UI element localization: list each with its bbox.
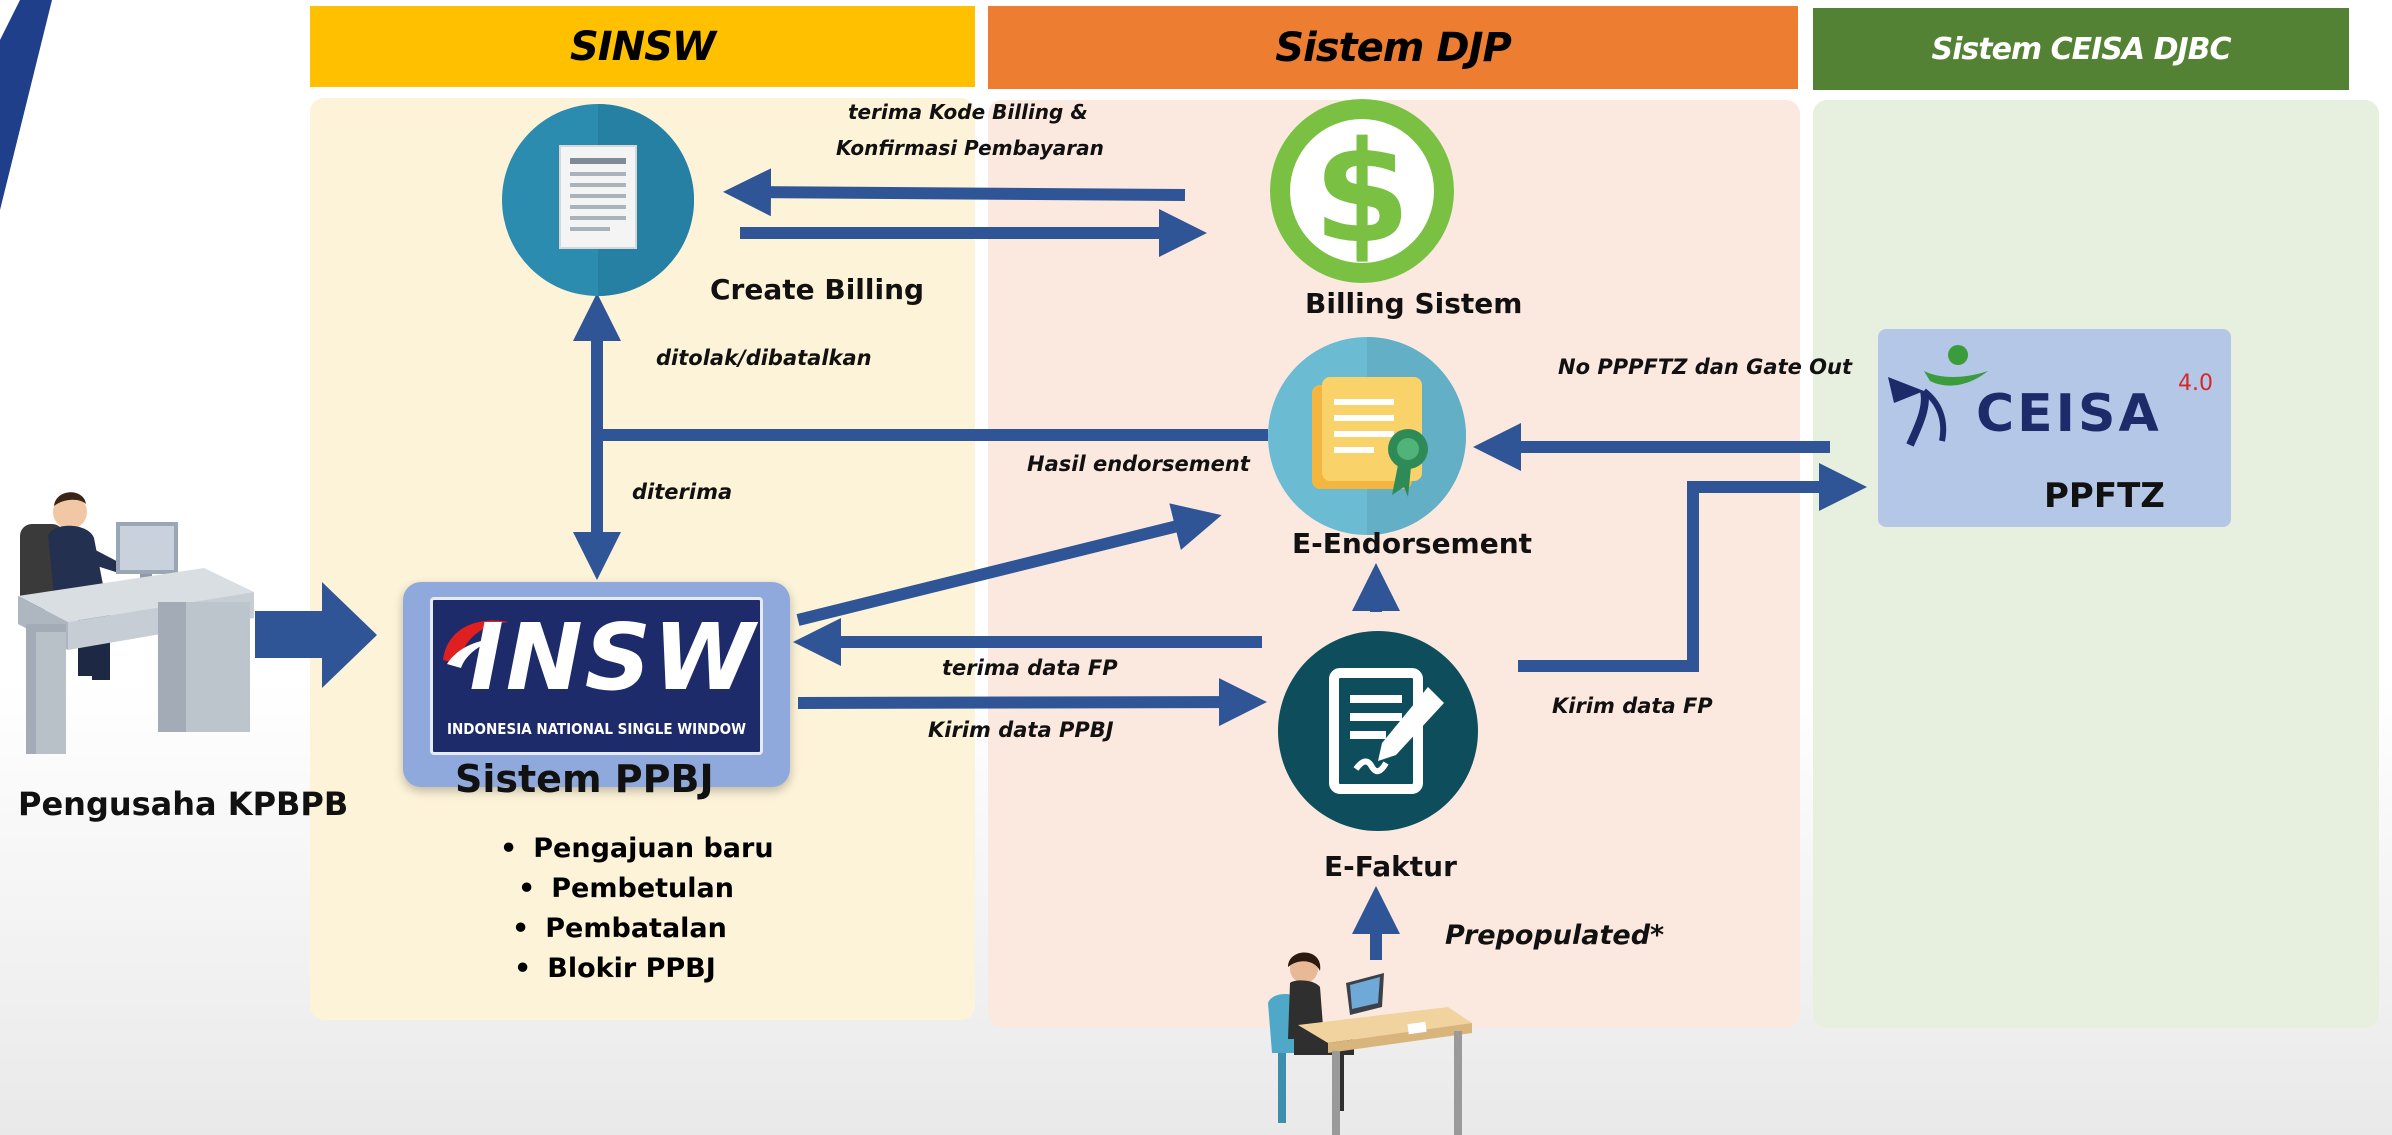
ceisa-version-badge: 4.0 [2178, 371, 2213, 396]
arrow-efaktur-to-ceisa [1518, 463, 1867, 672]
invoice-pen-icon [1278, 631, 1478, 831]
insw-logo-inner: INSW INDONESIA NATIONAL SINGLE WINDOW [430, 597, 763, 755]
label-e-faktur: E-Faktur [1324, 850, 1457, 883]
ppbj-actions-list: Pengajuan baru Pembetulan Pembatalan Blo… [500, 829, 774, 989]
label-pengusaha: Pengusaha KPBPB [18, 785, 349, 823]
edge-label-prepopulated: Prepopulated* [1445, 920, 1665, 951]
edge-label-konfirmasi-pembayaran: Konfirmasi Pembayaran [836, 136, 1104, 160]
list-item: Pembetulan [500, 869, 774, 909]
list-item: Blokir PPBJ [500, 949, 774, 989]
panel-sistem-ceisa [1813, 100, 2379, 1028]
edge-label-diterima: diterima [632, 480, 733, 504]
edge-label-no-ppftz: No PPPFTZ dan Gate Out [1558, 355, 1852, 379]
woman-at-desk-icon [1268, 952, 1472, 1135]
insw-logo-subtitle: INDONESIA NATIONAL SINGLE WINDOW [446, 720, 747, 738]
label-ppftz: PPFTZ [2044, 476, 2165, 516]
edge-label-kirim-data-fp: Kirim data FP [1552, 694, 1713, 718]
edge-label-ditolak: ditolak/dibatalkan [656, 346, 872, 370]
document-icon [502, 104, 694, 296]
ceisa-logo-text: CEISA [1976, 384, 2162, 444]
ceisa-box: CEISA 4.0 PPFTZ [1878, 329, 2231, 527]
edge-label-terima-kode-billing: terima Kode Billing & [848, 100, 1088, 124]
label-create-billing: Create Billing [710, 273, 925, 306]
arrow-ppbj-to-efaktur [797, 678, 1267, 727]
svg-text:$: $ [1313, 112, 1410, 275]
ceisa-figure-icon [1888, 345, 1988, 447]
insw-logo: INSW INDONESIA NATIONAL SINGLE WINDOW Si… [403, 582, 790, 801]
list-item: Pembatalan [500, 909, 774, 949]
insw-logo-text: INSW [469, 604, 757, 711]
header-sinsw: SINSW [310, 6, 975, 87]
edge-label-hasil-endorsement: Hasil endorsement [1027, 452, 1250, 476]
corner-decoration [0, 0, 52, 210]
label-sistem-ppbj: Sistem PPBJ [455, 757, 714, 801]
list-item: Pengajuan baru [500, 829, 773, 869]
edge-label-terima-data-fp: terima data FP [942, 656, 1118, 680]
arrow-ppbj-to-endorsement [796, 503, 1222, 626]
businessman-at-desk-icon [18, 492, 254, 754]
header-sistem-djp: Sistem DJP [988, 6, 1798, 89]
header-sistem-ceisa: Sistem CEISA DJBC [1813, 8, 2349, 90]
dollar-icon: $ [1270, 99, 1454, 283]
arrow-pengusaha-to-ppbj [255, 582, 377, 688]
red-swoosh-icon [443, 620, 509, 668]
label-e-endorsement: E-Endorsement [1292, 527, 1533, 560]
arrow-billing-to-create [723, 168, 1186, 217]
certificate-icon [1268, 337, 1466, 535]
label-billing-sistem: Billing Sistem [1305, 287, 1523, 320]
edge-label-kirim-data-ppbj: Kirim data PPBJ [928, 718, 1114, 742]
